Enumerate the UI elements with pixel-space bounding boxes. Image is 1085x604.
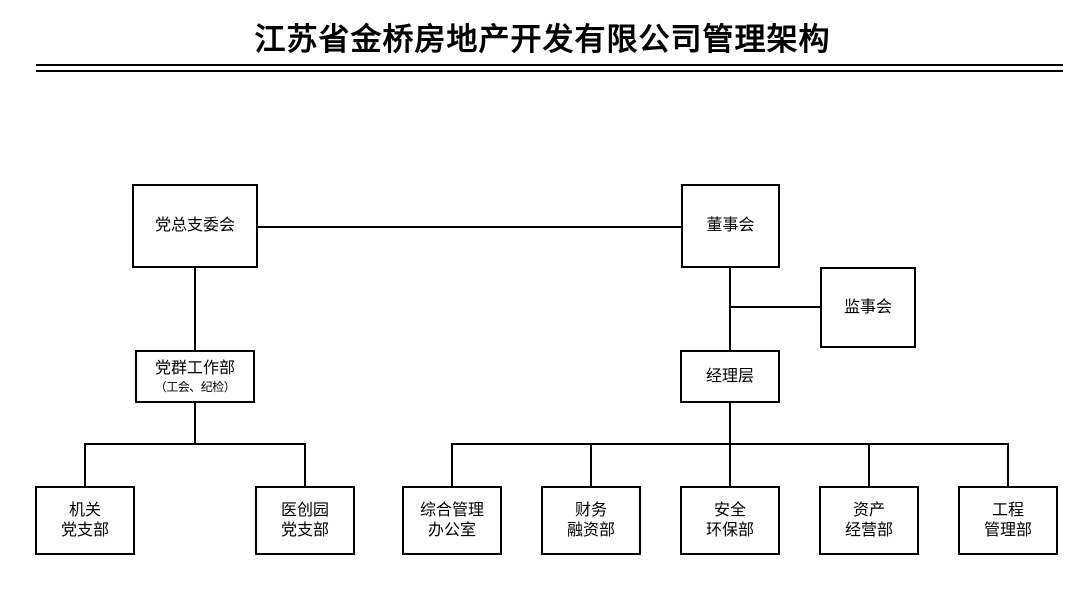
node-label-line1: 综合管理 (419, 501, 484, 519)
edge-board-to-management (729, 266, 731, 352)
title-rule-top (36, 64, 1063, 66)
node-label-line2: 环保部 (705, 521, 754, 539)
node-board-supervisors[interactable]: 监事会 (820, 267, 916, 348)
edge-partywork-stem (194, 401, 196, 445)
node-medpark-branch[interactable]: 医创园 党支部 (255, 486, 355, 555)
edge-drop-finance-dept (590, 443, 592, 487)
node-label-line1: 机关 (68, 501, 101, 519)
node-label-line1: 医创园 (280, 501, 329, 519)
edge-board-to-supervisors (729, 306, 822, 308)
node-label-line1: 工程 (991, 501, 1024, 519)
edge-party-to-board (256, 226, 683, 228)
node-label-line1: 安全 (713, 501, 746, 519)
edge-management-stem (729, 401, 731, 445)
edge-drop-safety-dept (729, 443, 731, 487)
edge-party-to-partywork (194, 266, 196, 352)
node-engineering-dept[interactable]: 工程 管理部 (958, 486, 1058, 555)
edge-drop-engineering-dept (1007, 443, 1009, 487)
node-label-line1: 党群工作部 (154, 359, 235, 377)
node-finance-dept[interactable]: 财务 融资部 (541, 486, 641, 555)
node-label-line1: 资产 (852, 501, 885, 519)
node-label-line2: 办公室 (427, 521, 476, 539)
node-label-line2: 经营部 (844, 521, 893, 539)
edge-drop-organ-branch (84, 443, 86, 487)
node-label-line1: 财务 (574, 501, 607, 519)
node-label-line1: 监事会 (843, 298, 892, 316)
title-rule-bottom (36, 70, 1063, 72)
node-board-directors[interactable]: 董事会 (681, 184, 780, 268)
node-label-line1: 经理层 (705, 367, 754, 385)
page-title: 江苏省金桥房地产开发有限公司管理架构 (254, 22, 831, 57)
node-general-office[interactable]: 综合管理 办公室 (402, 486, 502, 555)
node-party-committee[interactable]: 党总支委会 (132, 184, 258, 268)
node-asset-dept[interactable]: 资产 经营部 (819, 486, 919, 555)
edge-drop-medpark-branch (304, 443, 306, 487)
edge-drop-general-office (451, 443, 453, 487)
node-label-line2: 党支部 (280, 521, 329, 539)
node-organ-branch[interactable]: 机关 党支部 (35, 486, 135, 555)
node-label-line2: （工会、纪检） (154, 379, 236, 394)
node-safety-dept[interactable]: 安全 环保部 (680, 486, 780, 555)
node-label-line2: 管理部 (983, 521, 1032, 539)
node-label-line2: 党支部 (60, 521, 109, 539)
edge-drop-asset-dept (868, 443, 870, 487)
node-management[interactable]: 经理层 (680, 350, 780, 403)
edge-partywork-bar (84, 443, 306, 445)
node-label-line1: 党总支委会 (154, 217, 235, 234)
node-label-line2: 融资部 (566, 521, 615, 539)
node-party-work-dept[interactable]: 党群工作部 （工会、纪检） (135, 350, 255, 403)
node-label-line1: 董事会 (706, 217, 755, 234)
